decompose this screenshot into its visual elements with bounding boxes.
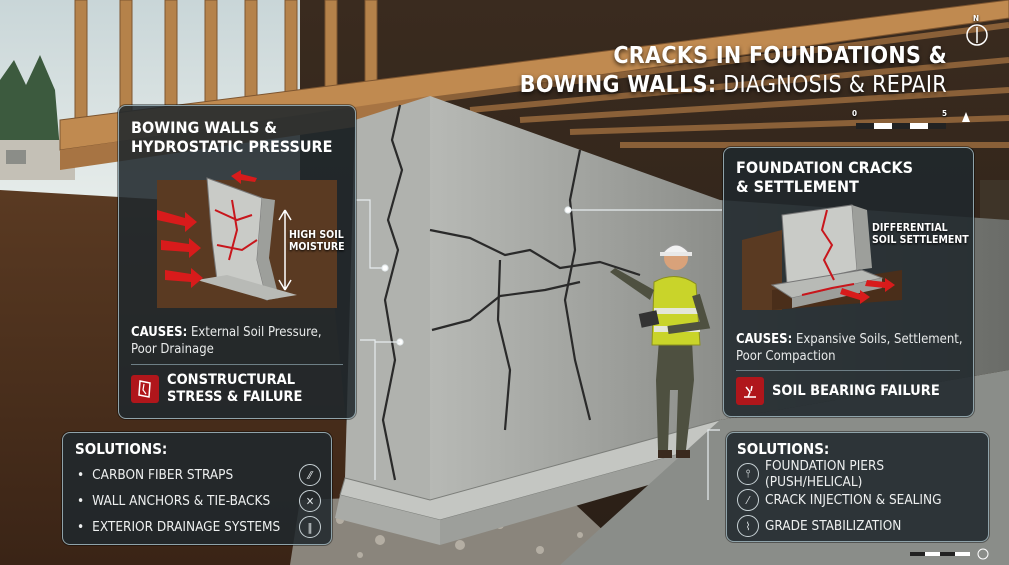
bowing-failure-line-1: CONSTRUCTURAL — [167, 372, 296, 388]
injection-icon: ⁄ — [737, 489, 759, 511]
solution-label: EXTERIOR DRAINAGE SYSTEMS — [92, 519, 281, 535]
title-line-2: BOWING WALLS: DIAGNOSIS & REPAIR — [520, 71, 947, 100]
settlement-causes-text: Expansive Soils, Settlement, — [792, 332, 963, 347]
solution-label: WALL ANCHORS & TIE-BACKS — [92, 493, 271, 509]
panel-divider — [131, 364, 343, 365]
high-soil-moisture-label-line-2: MOISTURE — [289, 241, 345, 253]
bowing-solutions-heading: SOLUTIONS: — [75, 440, 168, 458]
foundation-cracks-causes: CAUSES: Expansive Soils, Settlement, Poo… — [736, 331, 968, 365]
solution-label: CRACK INJECTION & SEALING — [765, 492, 942, 508]
drain-pipe-icon: ‖ — [299, 516, 321, 538]
bowing-walls-heading-line-1: BOWING WALLS & — [131, 118, 277, 137]
differential-settlement-label-line-2: SOIL SETTLEMENT — [872, 234, 969, 246]
bowing-failure-badge: CONSTRUCTURAL STRESS & FAILURE — [131, 372, 302, 406]
foundation-cracks-heading-line-2: & SETTLEMENT — [736, 177, 859, 196]
settlement-solutions-heading: SOLUTIONS: — [737, 440, 830, 458]
list-item: •EXTERIOR DRAINAGE SYSTEMS‖ — [77, 514, 323, 540]
strap-icon: ⁄⁄ — [299, 464, 321, 486]
scale-start-label: 0 — [852, 109, 858, 118]
anchor-icon: ✕ — [299, 490, 321, 512]
bowing-causes-text: External Soil Pressure, — [187, 325, 322, 340]
bowing-solutions-panel: SOLUTIONS: •CARBON FIBER STRAPS⁄⁄ •WALL … — [62, 432, 332, 545]
bowing-failure-text: CONSTRUCTURAL STRESS & FAILURE — [167, 372, 302, 406]
north-arrow-small — [962, 112, 970, 122]
bowing-solutions-list: •CARBON FIBER STRAPS⁄⁄ •WALL ANCHORS & T… — [77, 462, 323, 540]
foundation-cracks-heading-line-1: FOUNDATION CRACKS — [736, 158, 913, 177]
solution-label: CARBON FIBER STRAPS — [92, 467, 234, 483]
differential-settlement-label-line-1: DIFFERENTIAL — [872, 222, 948, 234]
list-item: •CARBON FIBER STRAPS⁄⁄ — [77, 462, 323, 488]
list-item: •WALL ANCHORS & TIE-BACKS✕ — [77, 488, 323, 514]
differential-settlement-label: DIFFERENTIAL SOIL SETTLEMENT — [872, 222, 969, 246]
bowing-causes-label: CAUSES: — [131, 325, 188, 340]
bowing-wall-diagram — [157, 170, 337, 308]
list-item: ⁄ CRACK INJECTION & SEALING — [735, 487, 985, 513]
settlement-diagram — [742, 204, 902, 310]
grade-icon: ⌇ — [737, 515, 759, 537]
list-item: ⫯ FOUNDATION PIERS (PUSH/HELICAL) — [735, 458, 985, 490]
panel-divider — [736, 370, 960, 371]
settlement-solutions-panel: SOLUTIONS: ⫯ FOUNDATION PIERS (PUSH/HELIC… — [726, 432, 989, 542]
bowing-walls-causes: CAUSES: External Soil Pressure, Poor Dra… — [131, 324, 346, 358]
settlement-failure-text: SOIL BEARING FAILURE — [772, 382, 940, 399]
bowing-causes-text-2: Poor Drainage — [131, 342, 214, 357]
inspector-figure — [610, 244, 711, 458]
failure-icon — [131, 375, 159, 403]
scale-bar — [856, 123, 946, 129]
foundation-cracks-panel: FOUNDATION CRACKS & SETTLEMENT DIFFERENT… — [723, 147, 974, 417]
solution-label: FOUNDATION PIERS (PUSH/HELICAL) — [765, 458, 885, 490]
settlement-causes-label: CAUSES: — [736, 332, 793, 347]
page-title: CRACKS IN FOUNDATIONS & BOWING WALLS: DI… — [520, 42, 947, 100]
soil-failure-icon — [736, 377, 764, 405]
bowing-walls-heading-line-2: HYDROSTATIC PRESSURE — [131, 137, 333, 156]
title-line-1: CRACKS IN FOUNDATIONS & — [613, 43, 947, 69]
settlement-solutions-list: ⫯ FOUNDATION PIERS (PUSH/HELICAL) ⁄ CRACK … — [735, 458, 985, 539]
list-item: ⌇ GRADE STABILIZATION — [735, 513, 985, 539]
compass-icon — [966, 24, 988, 46]
compass-north-label: N — [973, 14, 980, 23]
settlement-causes-text-2: Poor Compaction — [736, 349, 836, 364]
bowing-walls-panel: BOWING WALLS & HYDROSTATIC PRESSURE HIGH… — [118, 105, 356, 419]
bowing-walls-heading: BOWING WALLS & HYDROSTATIC PRESSURE — [131, 118, 332, 156]
bowing-failure-line-2: STRESS & FAILURE — [167, 389, 303, 405]
pier-icon: ⫯ — [737, 463, 759, 485]
title-line-2-bold: BOWING WALLS: — [519, 72, 717, 98]
title-line-2-light: DIAGNOSIS & REPAIR — [716, 72, 947, 98]
scale-end-label: 5 — [942, 109, 948, 118]
foundation-cracks-heading: FOUNDATION CRACKS & SETTLEMENT — [736, 158, 913, 196]
settlement-failure-badge: SOIL BEARING FAILURE — [736, 377, 940, 405]
high-soil-moisture-label: HIGH SOIL MOISTURE — [289, 229, 345, 253]
solution-label: GRADE STABILIZATION — [765, 518, 902, 534]
high-soil-moisture-label-line-1: HIGH SOIL — [289, 229, 344, 241]
